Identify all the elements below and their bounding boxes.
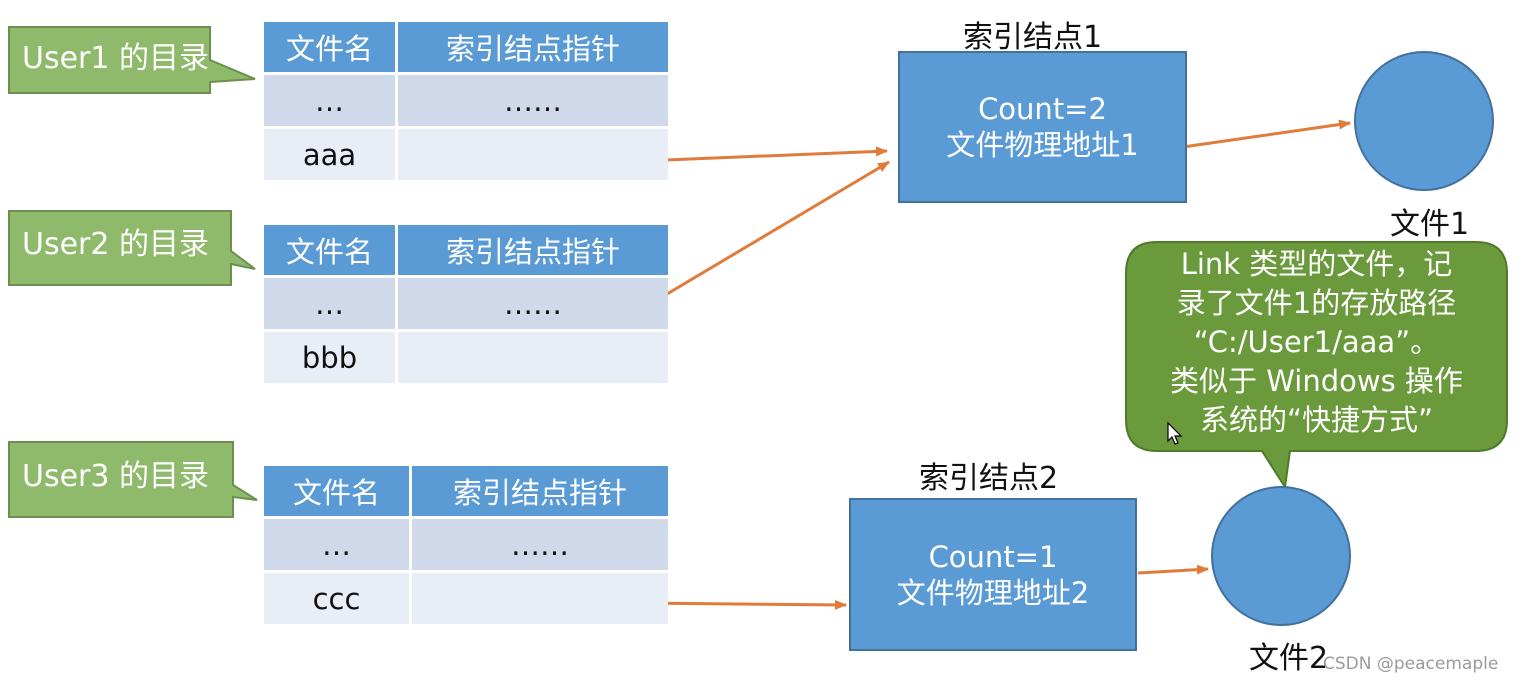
arrow-inode2-to-file2 bbox=[1137, 564, 1209, 575]
user1-dir-label: User1 的目录 bbox=[22, 41, 210, 76]
cell-pointer: …… bbox=[395, 72, 668, 126]
cell-filename: … bbox=[264, 516, 409, 570]
watermark: CSDN @peacemaple bbox=[1323, 654, 1499, 674]
cell-pointer bbox=[409, 570, 668, 624]
cell-filename: … bbox=[264, 72, 395, 126]
table-row: … …… bbox=[264, 275, 668, 329]
header-inode-pointer: 索引结点指针 bbox=[395, 225, 668, 275]
note-line: 类似于 Windows 操作 bbox=[1170, 364, 1463, 398]
cell-pointer: …… bbox=[409, 516, 668, 570]
cell-pointer bbox=[395, 126, 668, 180]
arrow-ccc-to-inode2 bbox=[635, 599, 847, 610]
table-header-row: 文件名 索引结点指针 bbox=[264, 225, 668, 275]
user2-dir-label: User2 的目录 bbox=[22, 227, 210, 262]
user3-callout-shape bbox=[8, 441, 258, 518]
note-line: “C:/User1/aaa”。 bbox=[1193, 325, 1440, 359]
file1-circle bbox=[1354, 51, 1494, 191]
inode2-count: Count=1 bbox=[928, 539, 1058, 574]
cell-filename: aaa bbox=[264, 126, 395, 180]
header-filename: 文件名 bbox=[264, 466, 409, 516]
link-note-bubble bbox=[1125, 241, 1508, 490]
header-inode-pointer: 索引结点指针 bbox=[409, 466, 668, 516]
link-note-text: Link 类型的文件，记 录了文件1的存放路径 “C:/User1/aaa”。 … bbox=[1126, 245, 1507, 440]
mouse-cursor-icon bbox=[1167, 421, 1183, 445]
inode2-box: Count=1 文件物理地址2 bbox=[849, 498, 1137, 651]
table-row: aaa bbox=[264, 126, 668, 180]
cell-pointer bbox=[395, 329, 668, 383]
user3-directory-table: 文件名 索引结点指针 … …… ccc bbox=[264, 466, 668, 624]
cell-pointer: …… bbox=[395, 275, 668, 329]
inode2-title: 索引结点2 bbox=[919, 461, 1059, 496]
note-line: Link 类型的文件，记 bbox=[1180, 247, 1453, 281]
file2-label: 文件2 bbox=[1249, 641, 1329, 676]
cell-filename: … bbox=[264, 275, 395, 329]
note-line: 录了文件1的存放路径 bbox=[1176, 286, 1457, 320]
header-inode-pointer: 索引结点指针 bbox=[395, 22, 668, 72]
arrow-inode1-to-file1 bbox=[1161, 119, 1351, 152]
user1-callout-shape bbox=[8, 26, 256, 94]
inode1-count: Count=2 bbox=[978, 92, 1107, 126]
inode1-box: Count=2 文件物理地址1 bbox=[898, 51, 1187, 203]
header-filename: 文件名 bbox=[264, 22, 395, 72]
note-line: 系统的“快捷方式” bbox=[1199, 403, 1434, 437]
table-row: … …… bbox=[264, 516, 668, 570]
file1-label: 文件1 bbox=[1390, 207, 1470, 242]
table-row: … …… bbox=[264, 72, 668, 126]
table-row: bbb bbox=[264, 329, 668, 383]
table-header-row: 文件名 索引结点指针 bbox=[264, 466, 668, 516]
inode1-title: 索引结点1 bbox=[963, 20, 1103, 55]
user3-dir-label: User3 的目录 bbox=[22, 459, 210, 494]
user2-callout-shape bbox=[8, 210, 256, 286]
inode1-address: 文件物理地址1 bbox=[946, 128, 1139, 162]
user1-directory-table: 文件名 索引结点指针 … …… aaa bbox=[264, 22, 668, 180]
user2-directory-table: 文件名 索引结点指针 … …… bbb bbox=[264, 225, 668, 383]
inode2-address: 文件物理地址2 bbox=[896, 575, 1090, 610]
header-filename: 文件名 bbox=[264, 225, 395, 275]
cell-filename: ccc bbox=[264, 570, 409, 624]
table-header-row: 文件名 索引结点指针 bbox=[264, 22, 668, 72]
table-row: ccc bbox=[264, 570, 668, 624]
file2-circle bbox=[1211, 486, 1351, 626]
cell-filename: bbb bbox=[264, 329, 395, 383]
